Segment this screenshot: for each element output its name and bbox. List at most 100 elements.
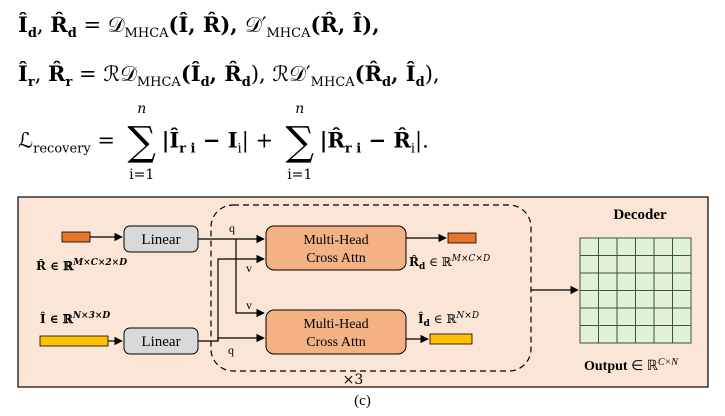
i-input-label: Î ∈ ℝN×3×D [40, 311, 110, 326]
rd-sym: R̂ [409, 254, 420, 269]
eq2-args2b: , Î [391, 61, 416, 86]
eq3-term2b-sub: i [410, 141, 416, 157]
mhca-top-line1: Multi-Head [303, 233, 368, 248]
eq3-term1c: | + [241, 128, 280, 153]
id-token [429, 333, 473, 345]
output-grid-cell [672, 255, 692, 274]
eq1-sep: , [36, 13, 51, 37]
i-input-sup: N×3×D [72, 311, 111, 321]
mhca-top-box [265, 225, 407, 271]
output-grid-cell [635, 272, 655, 291]
eq3-sum2-symbol: ∑ [285, 119, 315, 165]
q-top-label: q [229, 221, 235, 235]
output-grid-cell [579, 255, 599, 274]
eq1-lhs-i: Î [18, 12, 28, 37]
output-label-text: Output [584, 359, 628, 374]
eq1-args1: (Î, R̂), [168, 12, 245, 37]
eq2-op2-sub: MHCA [310, 75, 355, 91]
output-in: ∈ ℝ [628, 359, 658, 374]
eq1-op1: 𝒟 [107, 13, 125, 37]
equation-2: Îr, R̂r = ℛ𝒟MHCA(Îd, R̂d), ℛ𝒟′MHCA(R̂d, … [18, 63, 440, 89]
repeat-block-border [210, 204, 532, 372]
rd-sub: d [419, 262, 426, 272]
output-grid-cell [579, 325, 599, 344]
i-token-input [39, 335, 109, 347]
mhca-bottom-line1: Multi-Head [303, 317, 368, 332]
i-input-sym: Î ∈ ℝ [40, 311, 74, 326]
output-grid-cell [598, 290, 618, 309]
eq3-sum-2: n ∑ i=1 [280, 102, 320, 182]
r-token-input [61, 231, 91, 243]
eq3-term1: |Î [161, 127, 180, 153]
output-grid-cell [598, 272, 618, 291]
eq2-args1: (Î [180, 61, 201, 86]
eq2-args2c: ), [424, 62, 440, 86]
eq3-term1-sub: r i [179, 141, 196, 157]
r-input-label: R̂ ∈ ℝM×C×2×D [36, 258, 127, 273]
eq2-args2: (R̂ [354, 61, 383, 86]
arrow-v-top [217, 254, 265, 341]
output-grid-cell [653, 237, 673, 256]
id-sup: N×D [455, 311, 479, 321]
output-grid [579, 237, 692, 344]
id-sym: Î [418, 311, 424, 326]
linear-top-label: Linear [141, 232, 180, 248]
eq3-sum2-upper: n [295, 101, 305, 117]
eq2-op1: ℛ𝒟 [103, 62, 137, 86]
output-grid-cell [653, 272, 673, 291]
eq2-sep: , [34, 62, 49, 86]
output-grid-cell [616, 290, 636, 309]
eq2-args1b-sub: d [241, 75, 251, 91]
equation-1: Îd, R̂d = 𝒟MHCA(Î, R̂), 𝒟′MHCA(R̂, Î), [18, 14, 380, 40]
output-grid-cell [672, 272, 692, 291]
eq3-lhs-sub: recovery [33, 141, 91, 157]
figure-caption: (c) [354, 393, 371, 409]
output-label: Output ∈ ℝC×N [584, 357, 679, 374]
output-grid-cell [635, 255, 655, 274]
linear-bottom-label: Linear [141, 334, 180, 350]
output-grid-cell [672, 290, 692, 309]
eq2-op2: ℛ𝒟′ [272, 62, 311, 86]
id-sub: d [424, 319, 431, 329]
eq1-op2-sub: MHCA [266, 26, 311, 42]
eq1-lhs-r-sub: d [67, 26, 77, 42]
output-grid-cell [635, 325, 655, 344]
eq2-args1b: , R̂ [209, 61, 242, 86]
mhca-bottom-box [265, 309, 407, 355]
equation-3: ℒrecovery = n∑i=1|Îr i − Ii| + n∑i=1|R̂r… [18, 102, 429, 182]
output-grid-cell [616, 272, 636, 291]
eq3-term2: |R̂ [319, 127, 345, 153]
eq3-sum-1: n∑i=1 [122, 102, 162, 182]
output-sup: C×N [658, 357, 679, 368]
eq3-sum1-symbol: ∑ [127, 119, 156, 165]
eq1-lhs-r: R̂ [50, 12, 68, 37]
output-grid-cell [653, 255, 673, 274]
id-label: Îd ∈ ℝN×D [418, 311, 479, 329]
output-grid-cell [635, 290, 655, 309]
eq2-lhs-r-sub: r [65, 75, 73, 91]
output-grid-cell [616, 307, 636, 326]
eq3-equals: = [90, 128, 122, 153]
rd-token [447, 232, 477, 244]
eq1-op1-sub: MHCA [124, 26, 169, 42]
mhca-top-line2: Cross Attn [306, 251, 366, 266]
arrow-v-bottom [235, 239, 265, 318]
eq1-args2: (R̂, Î), [310, 12, 380, 37]
output-grid-cell [635, 307, 655, 326]
eq2-args1-sub: d [200, 75, 210, 91]
eq2-lhs-r: R̂ [48, 61, 66, 86]
repeat-label: ×3 [343, 372, 364, 388]
eq3-sum2-lower: i=1 [287, 167, 313, 183]
eq3-sum1-upper: n [137, 101, 147, 117]
output-grid-cell [616, 255, 636, 274]
r-input-sym: R̂ ∈ ℝ [36, 258, 74, 273]
output-grid-cell [653, 307, 673, 326]
output-grid-cell [616, 325, 636, 344]
output-grid-cell [598, 325, 618, 344]
eq3-term1b: − I [195, 127, 238, 153]
output-grid-cell [579, 290, 599, 309]
output-grid-cell [598, 255, 618, 274]
eq3-term2-sub: r i [344, 141, 362, 157]
eq2-equals: = [72, 62, 104, 86]
